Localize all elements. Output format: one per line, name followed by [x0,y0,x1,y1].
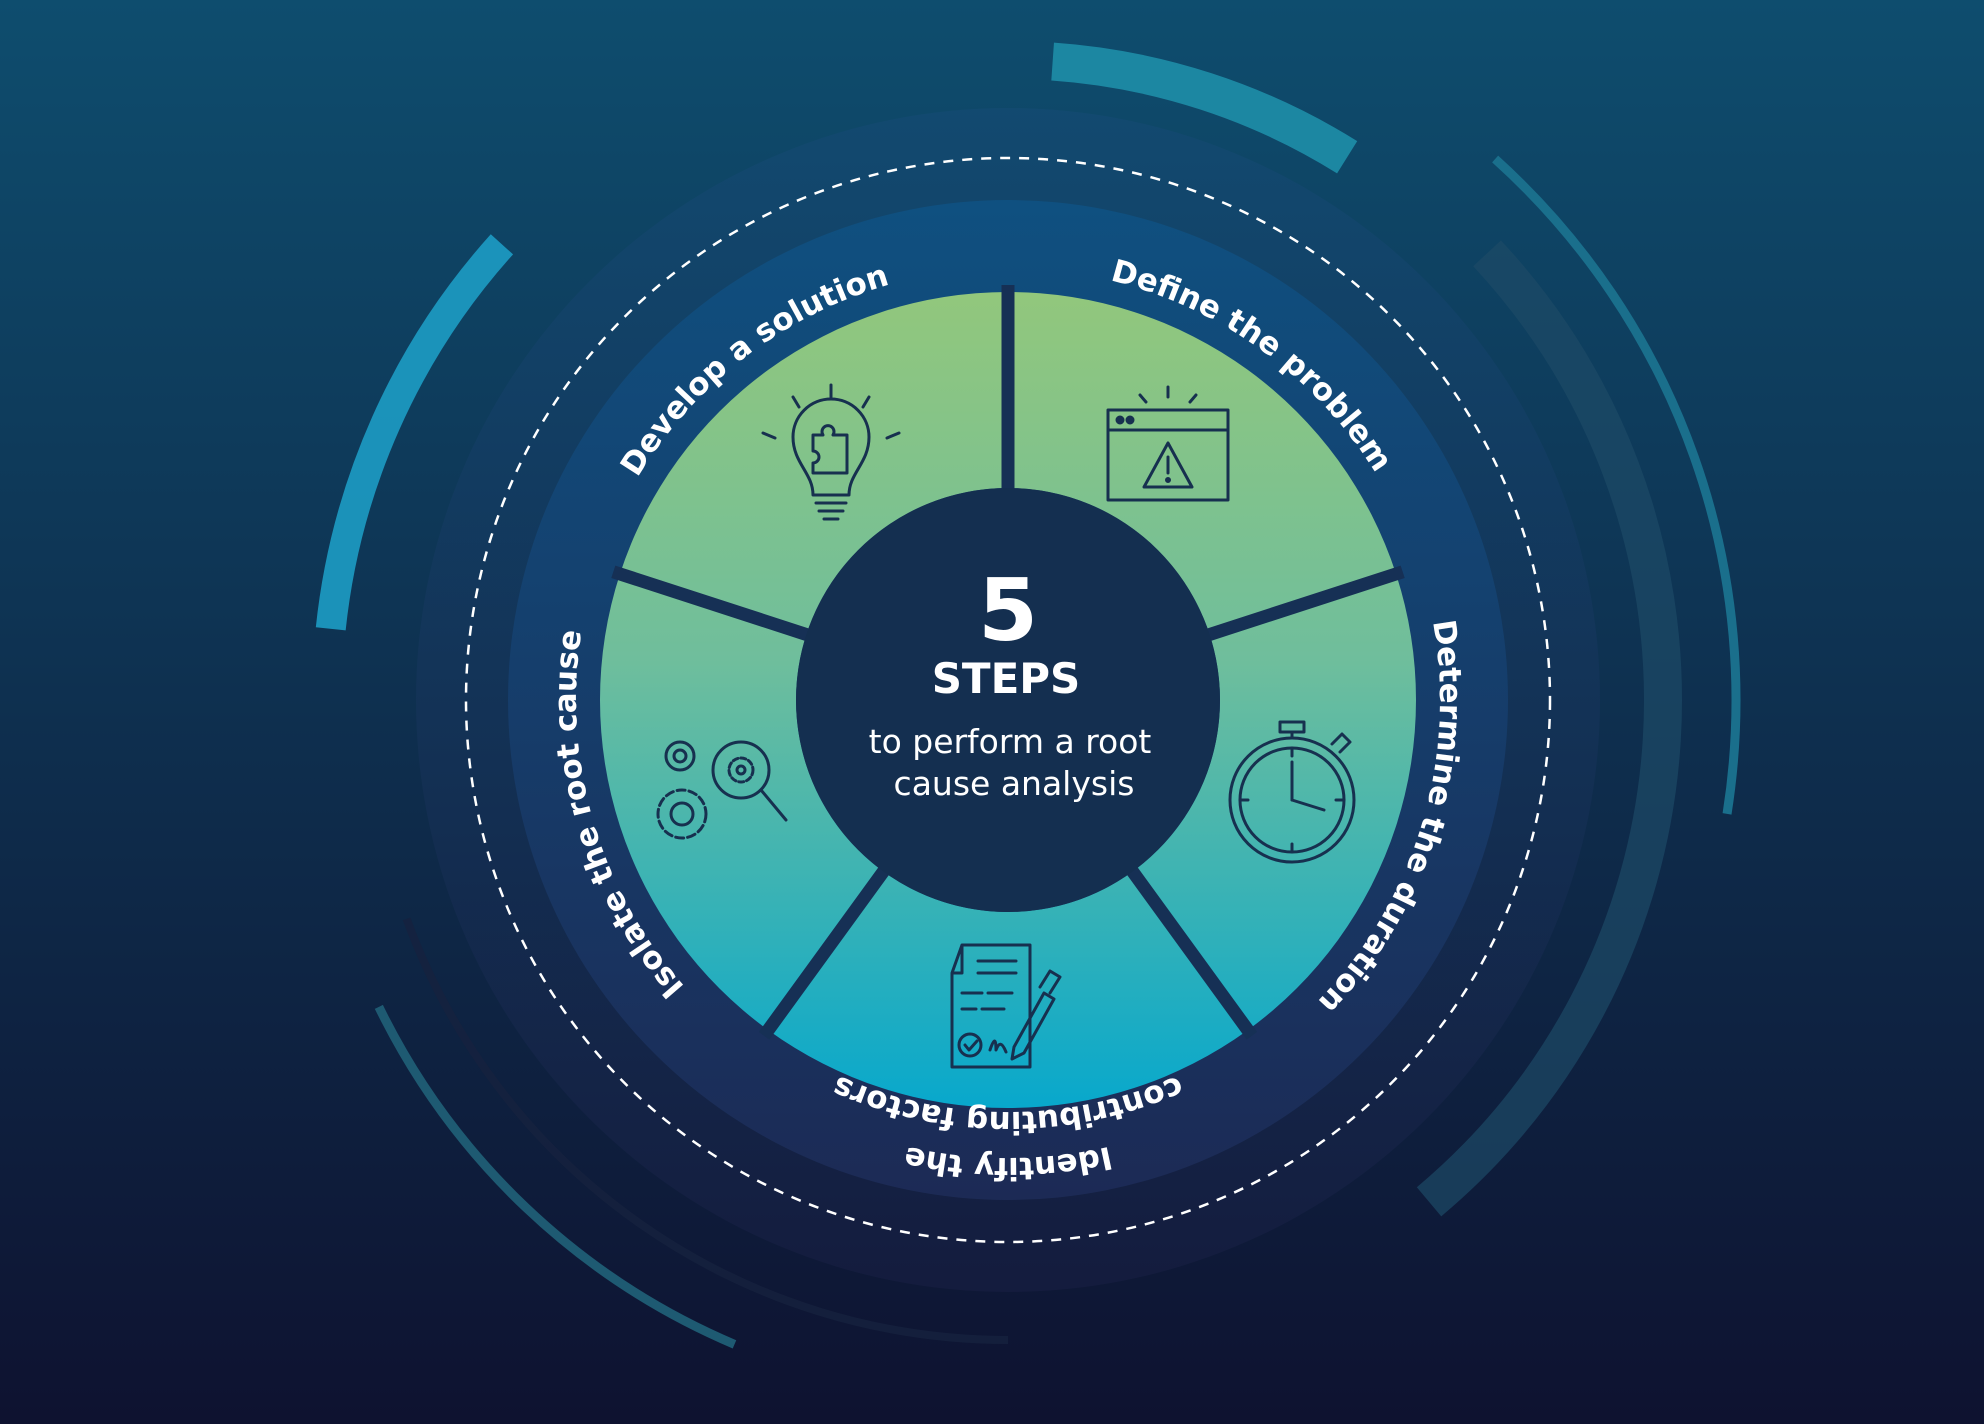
decorative-arc [315,234,514,631]
center-circle [796,488,1220,912]
step-segment-define [1008,292,1397,635]
decorative-arcs [315,42,1741,1349]
stopwatch-icon [1228,720,1356,864]
gears-magnifier-icon [656,740,788,840]
signed-document-icon [950,943,1062,1069]
decorative-arc [1051,42,1358,174]
center-number: 5 [978,561,1038,661]
segment-divider [611,565,816,643]
center-heading: STEPS [932,654,1081,703]
decorative-arc [1416,240,1682,1217]
step-segment-identify [768,871,1248,1109]
step-segments [600,285,1416,1109]
browser-warning-icon [1106,385,1230,502]
decorative-arc [1492,155,1741,815]
segment-divider [758,862,893,1040]
dashed-circle [464,156,1552,1244]
decorative-arc [402,917,1009,1344]
center-subtitle-line1: to perform a root [869,722,1152,761]
segment-divider [1123,862,1258,1040]
step-segment-determine [1132,573,1416,1031]
segment-divider [1200,565,1405,643]
center-subtitle-line2: cause analysis [894,764,1135,803]
lightbulb-puzzle-icon [761,383,901,521]
step-segment-isolate [600,573,884,1031]
decorative-arc [374,1004,737,1349]
